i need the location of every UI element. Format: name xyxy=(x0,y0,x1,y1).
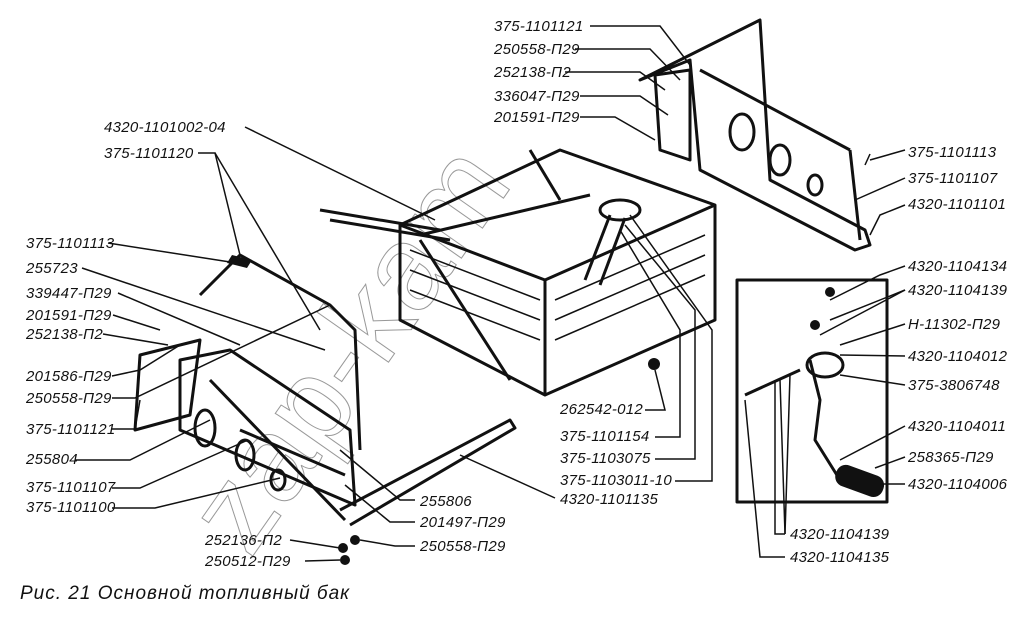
fuel-gauge-sensor-inset xyxy=(735,278,889,504)
label: 262542-012 xyxy=(559,401,643,418)
label: 4320-1101101 xyxy=(908,196,1006,213)
label: 4320-1104135 xyxy=(790,549,890,566)
label: 336047-П29 xyxy=(494,88,580,105)
label: 4320-1104011 xyxy=(908,418,1006,435)
leader-lines xyxy=(75,25,906,562)
label: 4320-1104006 xyxy=(908,476,1008,493)
label: 4320-1104134 xyxy=(908,258,1007,275)
label: 258365-П29 xyxy=(907,449,994,466)
label: 4320-1104139 xyxy=(908,282,1008,299)
label: 252136-П2 xyxy=(204,532,282,549)
label: 375-1101107 xyxy=(26,479,116,496)
label: 375-1101121 xyxy=(26,421,116,438)
label: 4320-1101002-04 xyxy=(104,119,226,136)
label: 375-1101100 xyxy=(26,499,116,516)
label: 375-3806748 xyxy=(908,377,1000,394)
label: 250512-П29 xyxy=(204,553,291,570)
label: 375-1101121 xyxy=(494,18,584,35)
label: 201497-П29 xyxy=(419,514,506,531)
label: 375-1101107 xyxy=(908,170,998,187)
label: 255804 xyxy=(25,451,78,468)
drain-plug xyxy=(648,358,660,370)
label: 375-1101113 xyxy=(908,144,997,161)
label: 375-1101120 xyxy=(104,145,194,162)
label: 250558-П29 xyxy=(25,390,112,407)
label: 201586-П29 xyxy=(25,368,112,385)
label: 250558-П29 xyxy=(419,538,506,555)
label: 375-1101113 xyxy=(26,235,115,252)
label: 252138-П2 xyxy=(493,64,571,81)
label: 255723 xyxy=(25,260,78,277)
figure-caption: Рис. 21 Основной топливный бак xyxy=(20,583,350,604)
label: 201591-П29 xyxy=(493,109,580,126)
label: 201591-П29 xyxy=(25,307,112,324)
label: 339447-П29 xyxy=(26,285,112,302)
label: 375-1103075 xyxy=(560,450,651,467)
label: 375-1101154 xyxy=(560,428,650,445)
label: 4320-1101135 xyxy=(560,491,658,508)
label: 255806 xyxy=(419,493,472,510)
fuel-tank xyxy=(319,148,717,397)
label: 252138-П2 xyxy=(25,326,103,343)
label: 4320-1104139 xyxy=(790,526,890,543)
callout-labels: 375-1101121 250558-П29 252138-П2 336047-… xyxy=(25,18,1008,570)
rear-bracket xyxy=(638,18,872,252)
label: Н-11302-П29 xyxy=(908,316,1001,333)
label: 4320-1104012 xyxy=(908,348,1008,365)
label: 250558-П29 xyxy=(493,41,580,58)
label: 375-1103011-10 xyxy=(560,472,672,489)
